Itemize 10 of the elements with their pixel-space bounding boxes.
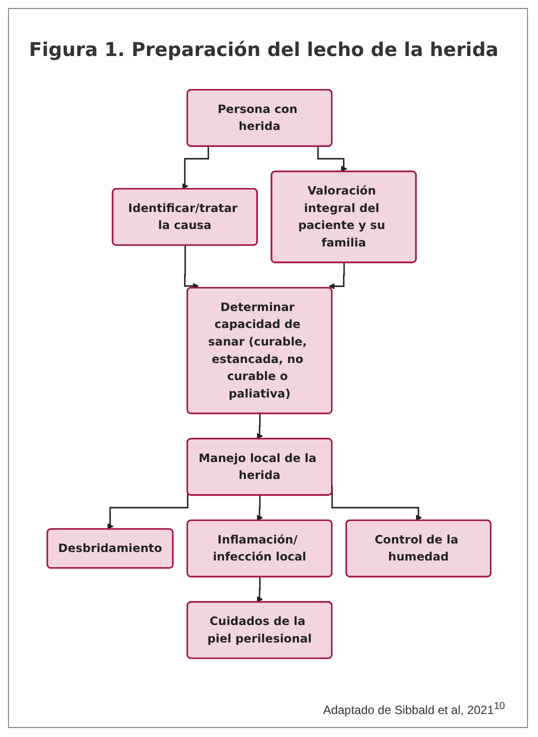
- arrow: [184, 245, 199, 290]
- arrow: [256, 576, 263, 603]
- figure-frame: Figura 1. Preparación del lecho de la herida Persona con herida Identificar/tratar la causa Valoración integral del paciente y su familia Determinar capacidad de sanar (curable, estancada, no curable o paliativa) Manejo local de la herida Desbridamiento Inflamación/ infección local Control de la humedad Cuidados de la piel perilesional Adaptado de Sibbald et al, 2021$^{10}$: [8, 8, 528, 728]
- arrow: [256, 414, 263, 440]
- arrow: [317, 146, 348, 172]
- arrow: [182, 146, 210, 190]
- source-caption: Adaptado de Sibbald et al, 2021$^{10}$: [323, 701, 505, 717]
- arrow: [328, 262, 345, 290]
- arrow: [256, 495, 263, 521]
- figure-title: Figura 1. Preparación del lecho de la herida: [29, 39, 498, 61]
